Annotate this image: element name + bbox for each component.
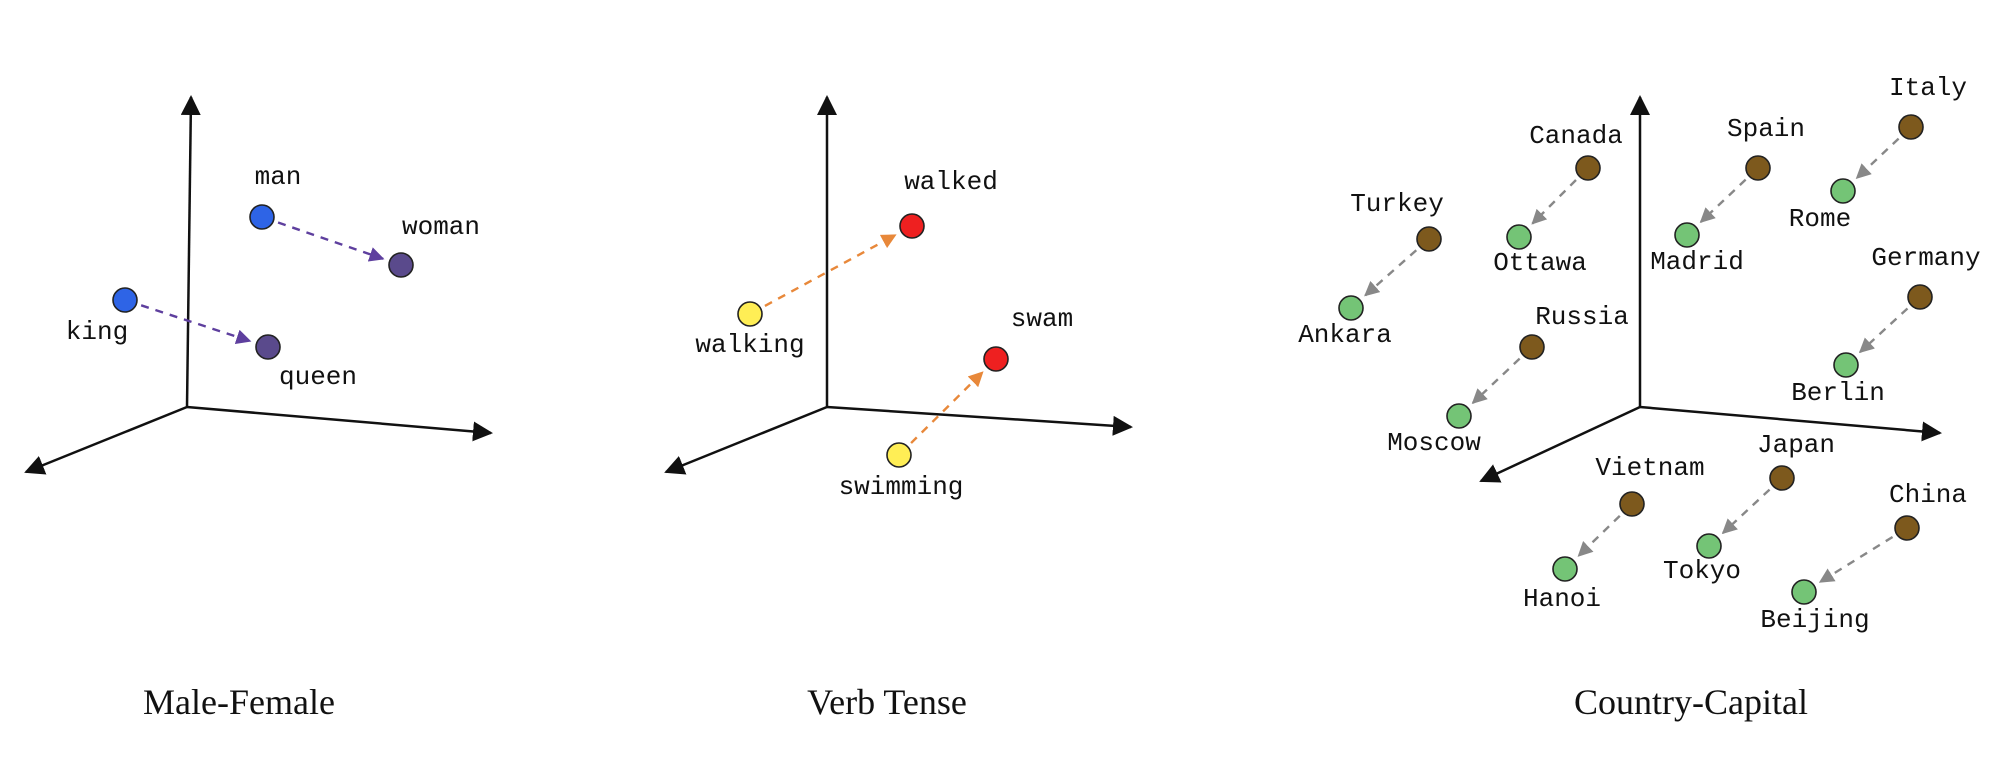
- point-label-berlin: Berlin: [1791, 378, 1885, 408]
- axis-up-line: [180, 95, 201, 408]
- arrow-china-to-beijing: [1818, 535, 1894, 583]
- point-label-russia: Russia: [1535, 302, 1629, 332]
- point-label-turkey: Turkey: [1350, 189, 1444, 219]
- point-swam: [983, 346, 1009, 372]
- point-ottawa: [1506, 224, 1532, 250]
- point-walked: [899, 213, 925, 239]
- axis-right-line: [186, 405, 493, 442]
- axis-left-line: [24, 405, 188, 475]
- point-label-hanoi: Hanoi: [1523, 584, 1601, 614]
- arrow-vietnam-to-hanoi: [1577, 514, 1621, 557]
- point-label-man: man: [255, 162, 302, 192]
- point-rome: [1830, 178, 1856, 204]
- point-tokyo: [1696, 533, 1722, 559]
- panel-title-male-female: Male-Female: [143, 682, 335, 722]
- point-berlin: [1833, 352, 1859, 378]
- arrow-germany-to-berlin: [1858, 307, 1909, 354]
- arrow-turkey-to-ankara: [1364, 249, 1418, 297]
- point-canada: [1575, 155, 1601, 181]
- point-label-madrid: Madrid: [1650, 247, 1744, 277]
- point-label-italy: Italy: [1889, 73, 1967, 103]
- point-beijing: [1791, 579, 1817, 605]
- point-queen: [255, 334, 281, 360]
- point-germany: [1907, 284, 1933, 310]
- point-label-moscow: Moscow: [1387, 428, 1481, 458]
- point-label-swam: swam: [1011, 304, 1073, 334]
- point-label-rome: Rome: [1789, 204, 1851, 234]
- point-label-japan: Japan: [1757, 430, 1835, 460]
- axis-left-line: [664, 405, 828, 475]
- arrow-japan-to-tokyo: [1721, 488, 1771, 535]
- point-label-beijing: Beijing: [1760, 605, 1869, 635]
- point-label-vietnam: Vietnam: [1595, 453, 1704, 483]
- panel-title-country-capital: Country-Capital: [1574, 682, 1808, 722]
- point-label-germany: Germany: [1871, 243, 1980, 273]
- point-russia: [1519, 334, 1545, 360]
- point-label-spain: Spain: [1727, 114, 1805, 144]
- point-king: [112, 287, 138, 313]
- axis-right-line: [826, 405, 1133, 436]
- panel-title-verb-tense: Verb Tense: [807, 682, 967, 722]
- arrow-canada-to-ottawa: [1531, 179, 1577, 225]
- point-hanoi: [1552, 556, 1578, 582]
- point-turkey: [1416, 226, 1442, 252]
- point-madrid: [1674, 222, 1700, 248]
- point-label-ankara: Ankara: [1298, 320, 1392, 350]
- point-label-swimming: swimming: [839, 472, 964, 502]
- arrow-russia-to-moscow: [1471, 357, 1521, 404]
- arrow-walking-to-walked: [764, 234, 897, 307]
- point-ankara: [1338, 295, 1364, 321]
- axis-left-line: [1479, 405, 1641, 483]
- point-label-tokyo: Tokyo: [1663, 556, 1741, 586]
- arrow-swimming-to-swam: [910, 371, 984, 444]
- point-vietnam: [1619, 491, 1645, 517]
- point-italy: [1898, 114, 1924, 140]
- point-moscow: [1446, 403, 1472, 429]
- point-label-walked: walked: [904, 167, 998, 197]
- arrow-italy-to-rome: [1855, 137, 1900, 180]
- point-label-king: king: [66, 317, 128, 347]
- point-label-walking: walking: [695, 330, 804, 360]
- point-label-woman: woman: [402, 212, 480, 242]
- point-label-queen: queen: [279, 362, 357, 392]
- point-woman: [388, 252, 414, 278]
- point-swimming: [886, 442, 912, 468]
- axis-right-line: [1639, 405, 1942, 442]
- point-label-canada: Canada: [1529, 121, 1623, 151]
- arrow-king-to-queen: [140, 304, 252, 344]
- point-china: [1894, 515, 1920, 541]
- point-man: [249, 204, 275, 230]
- point-label-china: China: [1889, 480, 1967, 510]
- arrow-spain-to-madrid: [1699, 178, 1747, 223]
- point-walking: [737, 301, 763, 327]
- point-spain: [1745, 155, 1771, 181]
- point-label-ottawa: Ottawa: [1493, 248, 1587, 278]
- point-japan: [1769, 465, 1795, 491]
- arrow-man-to-woman: [277, 221, 385, 262]
